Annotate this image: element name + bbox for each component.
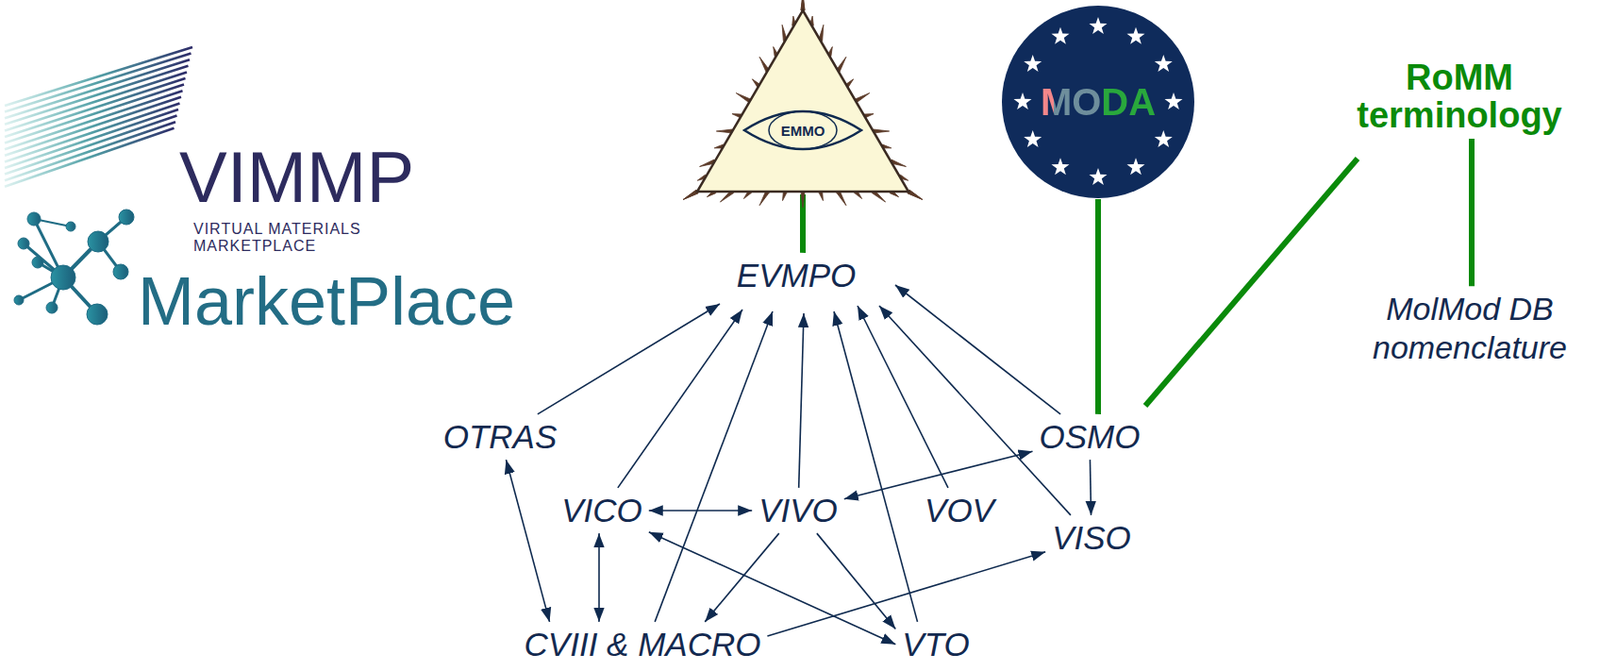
ontology-node: VISO [1045,515,1138,561]
import-arrow [537,303,720,415]
star [1088,16,1107,34]
star [1154,54,1173,72]
ray [836,190,847,206]
import-arrow [654,311,773,622]
mapping-line [1468,138,1475,286]
star [1023,54,1042,72]
node-text: VICO [561,491,643,529]
ray [800,191,805,208]
atom [50,265,76,290]
node-text: CVIII & MACRO [524,625,762,663]
import-arrow [833,311,918,622]
logo-stripe [4,97,182,156]
node-text: MODA [1000,81,1196,124]
ray [759,190,769,206]
circle-ground [1001,5,1195,199]
star [1023,130,1042,148]
ray [907,189,923,200]
logo-stripe [4,102,181,162]
atom [86,303,108,325]
ontology-node: OTRAS [436,414,565,460]
ontology-node: OSMO [1033,414,1148,460]
node-text: VIVO [758,491,838,529]
ray [907,189,923,200]
vimmp-stripes [4,47,193,187]
atom [17,237,30,250]
node-text: VOV [924,491,995,529]
marketplace-molecule-icon [14,209,134,325]
node-text: VTO [901,625,969,663]
ontology-node: VICO [554,487,650,534]
node-text: EVMPO [736,256,856,294]
atom [113,264,129,280]
star [1154,130,1173,148]
terminology-node: RoMM terminology [1350,55,1567,139]
import-arrow [799,313,804,488]
rays [683,0,923,208]
ontology-node: VOV [917,487,1001,534]
atom [66,221,76,232]
star [1050,157,1069,175]
ontology-node: CVIII & MACRO [517,621,768,667]
nomenclature-node: MolMod DB nomenclature [1351,285,1588,371]
import-arrow [617,309,743,488]
star [1050,27,1069,45]
atom [32,256,44,268]
atom [14,295,24,305]
logo-stripe [4,90,184,150]
import-arrow [505,459,550,622]
atom [27,212,41,226]
logo-stripe [4,109,179,168]
star [1126,27,1145,45]
node-text: OTRAS [443,417,558,455]
atom [118,209,134,225]
node-text: EMMO [678,122,928,139]
emmo-triangle: EMMO [678,0,928,195]
atom [87,231,109,252]
logo-subtitle: VIRTUAL MATERIALS MARKETPLACE [193,220,420,256]
node-text: MolMod DB nomenclature [1372,290,1567,366]
atom [46,301,58,314]
import-arrow [649,509,752,512]
ontology-node: VTO [895,621,976,667]
import-arrow [704,533,780,622]
mapping-line [1145,158,1358,406]
node-text: RoMM terminology [1356,57,1562,135]
emmo-triangle-shape [678,0,928,195]
logo-stripe [4,116,178,175]
moda-circle: MODA [1000,4,1196,200]
ray [683,189,699,200]
logo-stripe [4,121,176,181]
node-text: OSMO [1039,417,1141,455]
import-arrow [879,305,1071,516]
triangle-outline [697,10,909,192]
star [1088,167,1107,185]
import-arrow [1089,459,1091,516]
ray [683,189,699,200]
star [1126,157,1145,175]
import-arrow [857,305,949,488]
import-arrow [766,551,1046,636]
ray [873,129,890,134]
mapping-line [1095,199,1101,415]
ontology-node: EVMPO [730,252,863,299]
ray [716,129,733,134]
logo-wordmark: MarketPlace [137,266,516,335]
ontology-node: VIVO [751,487,845,534]
logo-title: VIMMP [179,141,415,214]
import-arrow [895,284,1061,415]
node-text: VISO [1051,518,1132,556]
import-arrow [598,533,600,622]
logo-stripe [4,128,175,187]
